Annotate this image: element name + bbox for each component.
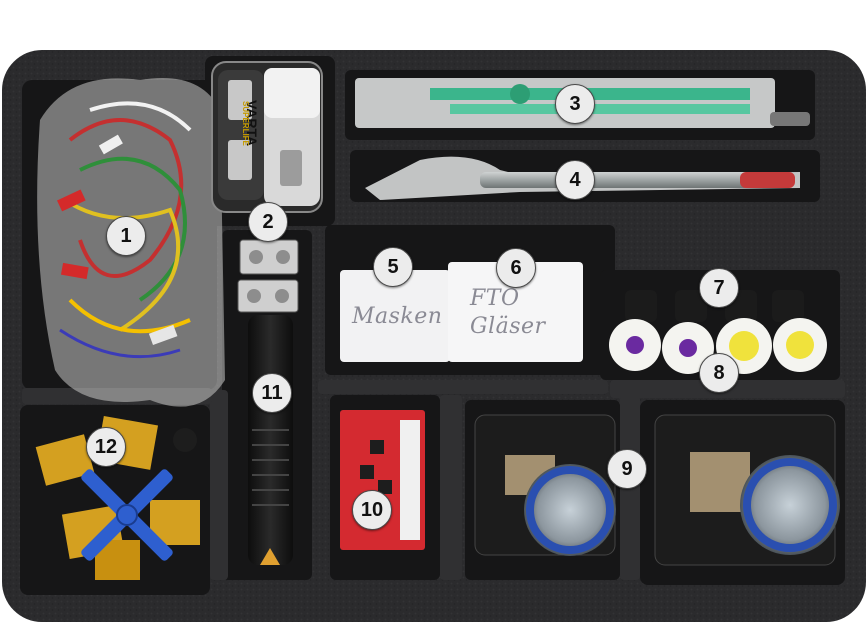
foam-ribs [22,380,845,580]
battery-sub-text: SUPERLIFE [241,101,250,146]
callout-9: 9 [607,449,647,489]
varta-battery [211,61,323,213]
callout-11: 11 [252,373,292,413]
callout-1: 1 [106,216,146,256]
callout-6: 6 [496,248,536,288]
callout-3: 3 [555,84,595,124]
masken-label: Masken [352,304,443,329]
callout-8: 8 [699,353,739,393]
masken-box [340,270,450,362]
fans-and-bottles [474,414,840,566]
binder-clip-box [340,410,425,550]
flashlight [248,315,293,565]
callout-7: 7 [699,268,739,308]
fto-glaeser-label: FTO Gläser [470,286,546,339]
callout-2: 2 [248,202,288,242]
callout-4: 4 [555,160,595,200]
battery-connectors [237,239,299,313]
fto-glaeser-box [448,262,583,362]
callout-5: 5 [373,247,413,287]
callout-12: 12 [86,427,126,467]
callout-10: 10 [352,490,392,530]
